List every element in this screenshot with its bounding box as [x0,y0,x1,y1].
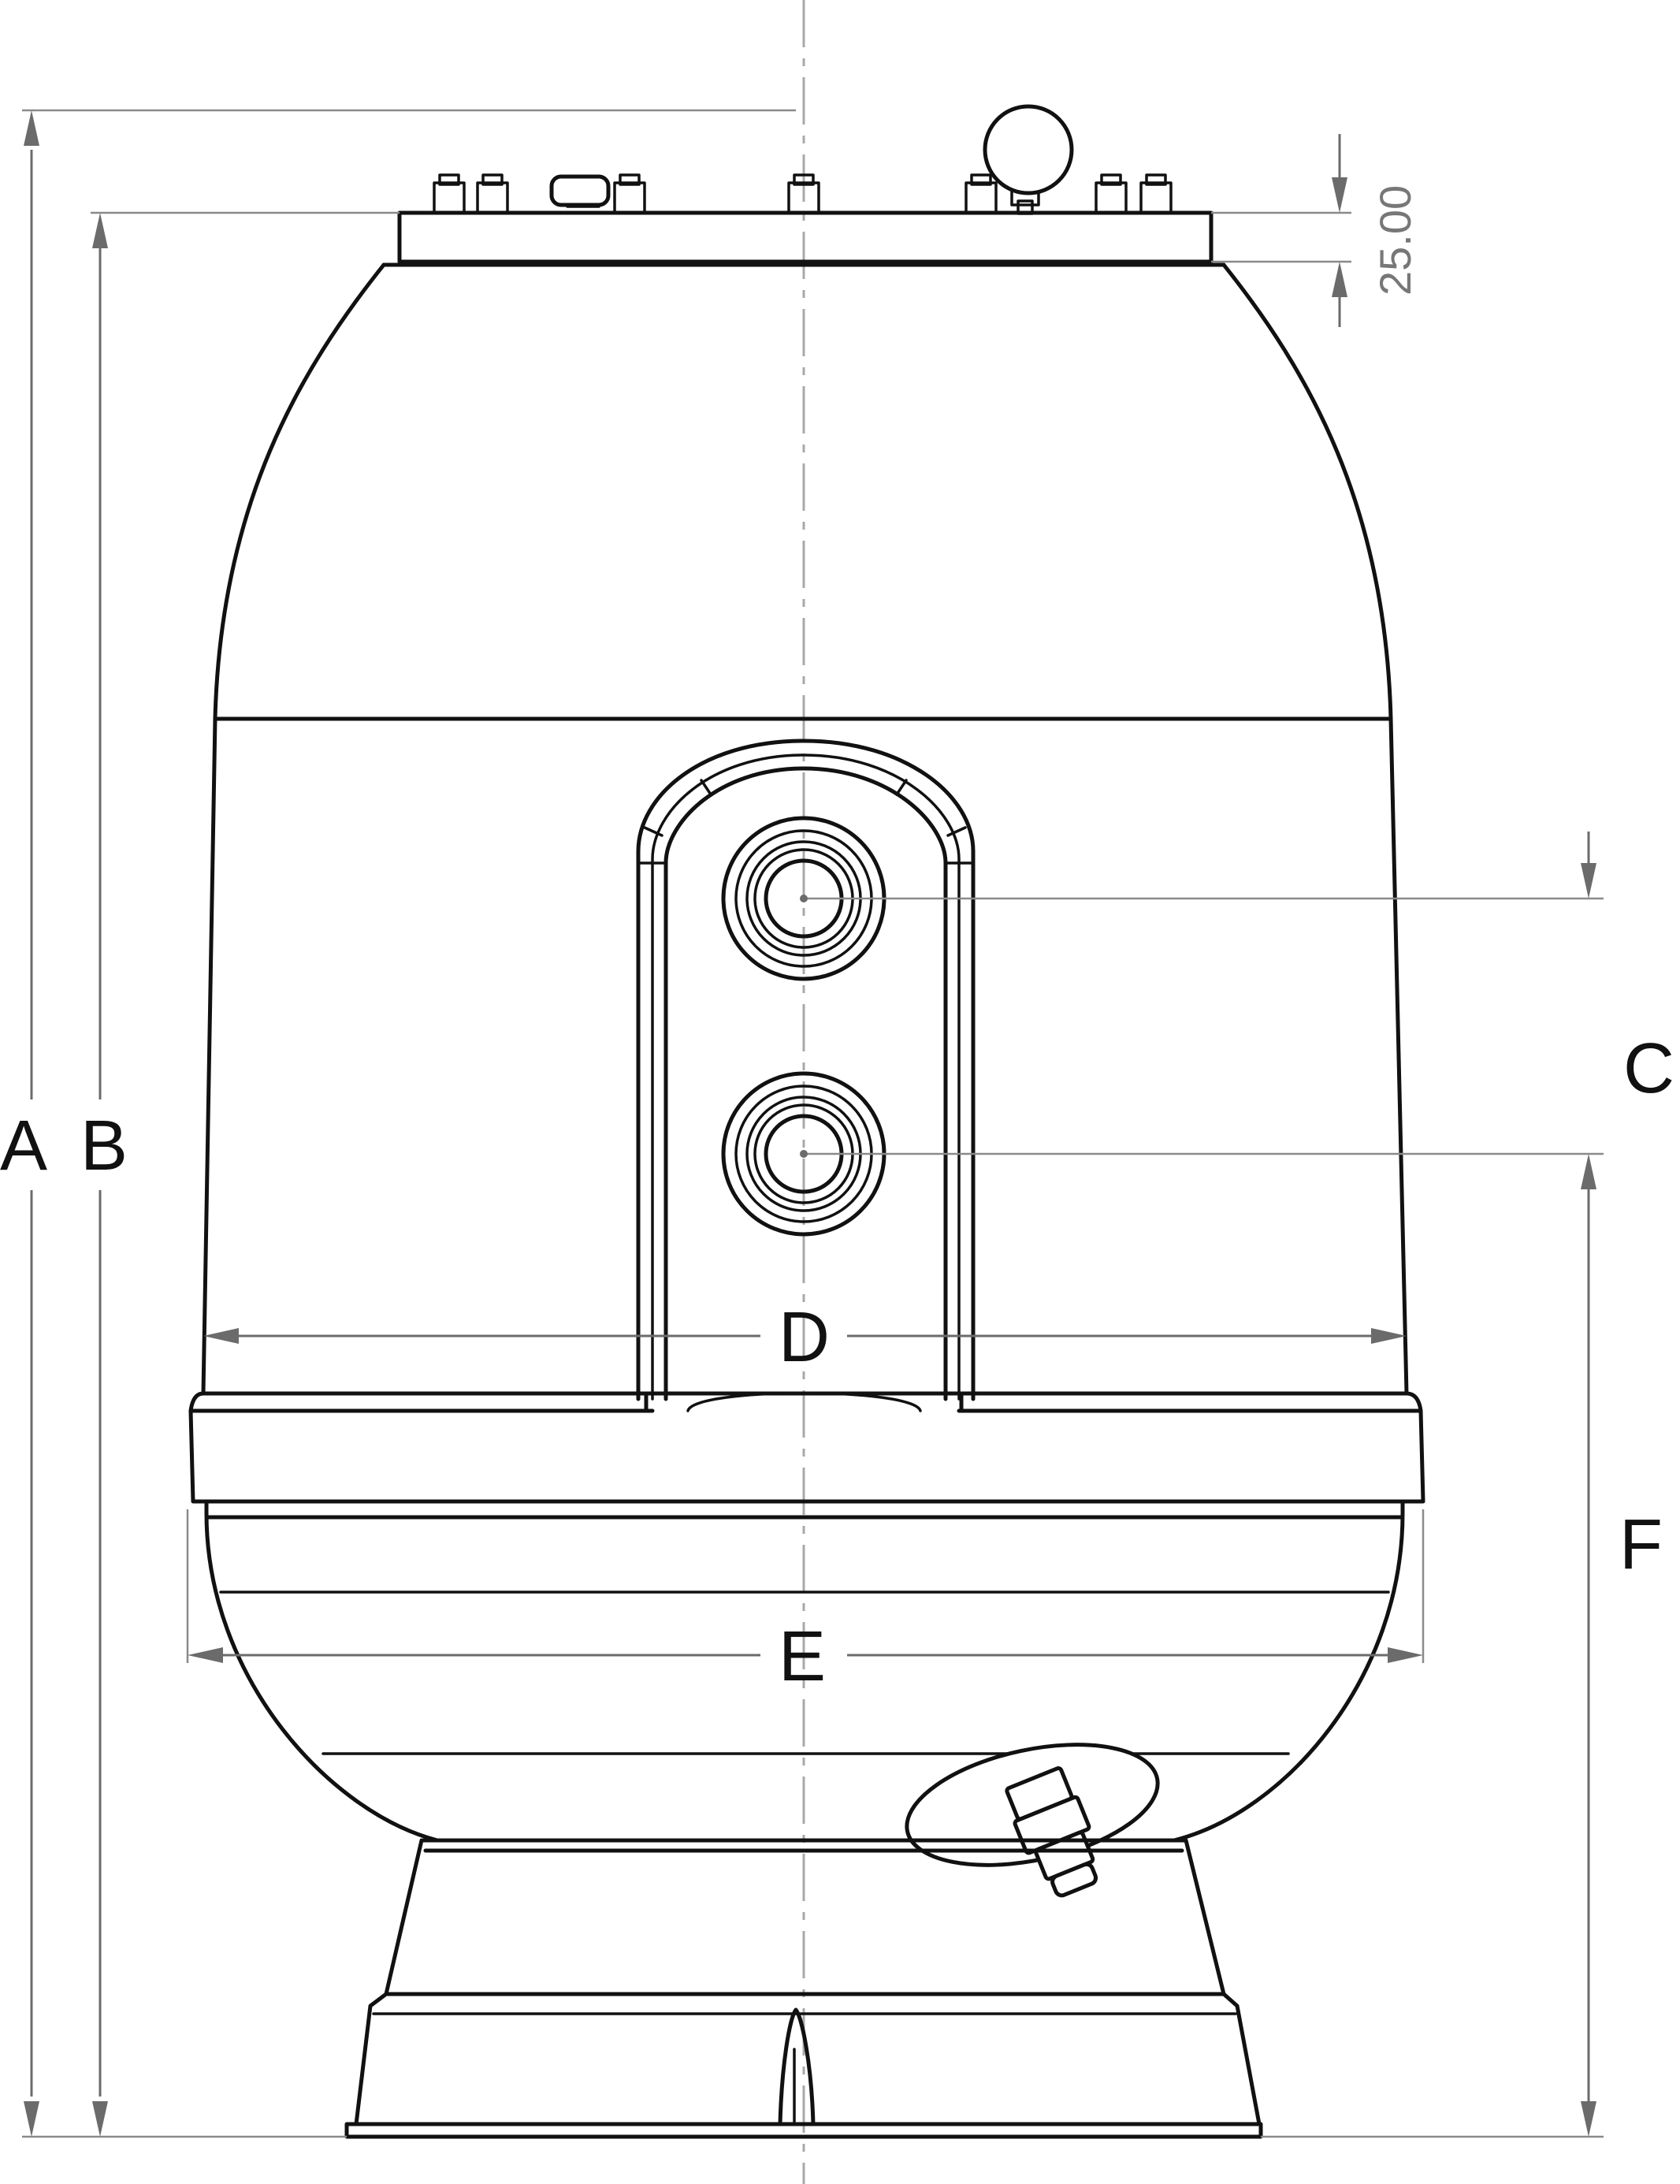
label-a: A [0,1107,47,1185]
dimension-a: A [0,109,796,2138]
dimension-c: C [804,832,1674,1189]
label-b: B [80,1107,128,1185]
pressure-gauge [983,104,1074,215]
top-flange [397,104,1214,264]
top-handle [549,174,611,207]
dimension-d: D [203,1298,1407,1377]
stand [344,1838,1263,2139]
flange-bolts [433,173,1173,214]
label-d: D [779,1298,830,1377]
label-c: C [1623,1029,1674,1108]
belt-ring [188,1391,1425,1504]
dimension-flange-thickness: 25.00 [1211,134,1420,327]
label-e: E [779,1617,826,1696]
flange-plate [397,210,1214,264]
dimension-b: B [80,211,400,2137]
label-f: F [1619,1505,1663,1584]
dimension-e: E [186,1509,1425,1696]
flange-thickness-value: 25.00 [1370,185,1420,296]
dimension-f: F [1261,1189,1663,2138]
